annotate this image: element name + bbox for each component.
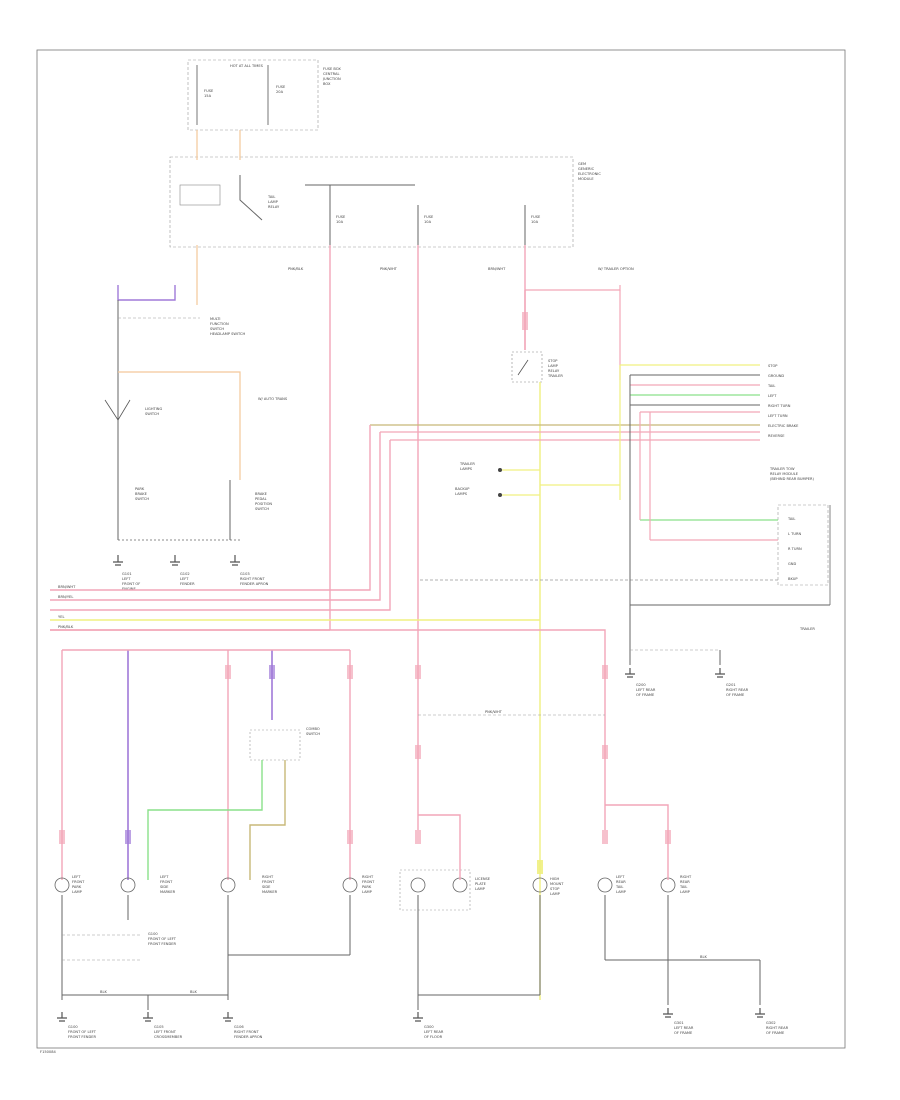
trailer-outputs: STOP GROUND TAIL LEFT RIGHT TURN LEFT TU… [370, 290, 799, 441]
trailer-out-7: REVERSE [768, 434, 785, 438]
trailer-out-4: RIGHT TURN [768, 404, 791, 408]
trailer-out-5: LEFT TURN [768, 414, 788, 418]
trailer-label: TRAILER [799, 627, 815, 631]
wire-label-b: PNK/WHT [380, 267, 398, 271]
trailer-out-2: TAIL [767, 384, 775, 388]
front-lamp-wires: PNK/WHT [61, 649, 605, 880]
wire-label-a: PNK/BLK [288, 267, 304, 271]
trailer-plug-0: TAIL [787, 517, 795, 521]
connector-marks [59, 312, 671, 874]
wire-label-blk-1: BLK [100, 990, 107, 994]
trailer-out-3: LEFT [768, 394, 777, 398]
trailer-out-0: STOP [768, 364, 778, 368]
bus-label-0: BRN/WHT [58, 585, 76, 589]
trailer-plug-2: R TURN [788, 547, 802, 551]
wire-label-blk-2: BLK [190, 990, 197, 994]
trailer-option-label: W/ TRAILER OPTION [598, 267, 634, 271]
diagram-frame [36, 49, 846, 1049]
wire-label-blk-3: BLK [700, 955, 707, 959]
wire-label-d: PNK/WHT [485, 710, 503, 714]
bus-label-3: PNK/BLK [58, 625, 74, 629]
bus-label-1: BRN/YEL [58, 595, 73, 599]
auto-trans-label: W/ AUTO TRANS [258, 397, 288, 401]
trailer-plug-4: BKUP [788, 577, 798, 581]
bus-label-2: YEL [58, 615, 64, 619]
fuse-box-top-label: HOT AT ALL TIMES [230, 64, 264, 68]
trailer-out-1: GROUND [768, 374, 784, 378]
trailer-plug-3: GND [788, 562, 796, 566]
wire-label-c: BRN/WHT [488, 267, 506, 271]
trailer-out-6: ELECTRIC BRAKE [768, 424, 799, 428]
diagram-code: F150084 [40, 1050, 56, 1054]
trailer-plug-1: L TURN [788, 532, 801, 536]
horizontal-buses: BRN/WHT BRN/YEL YEL PNK/BLK [50, 425, 606, 830]
